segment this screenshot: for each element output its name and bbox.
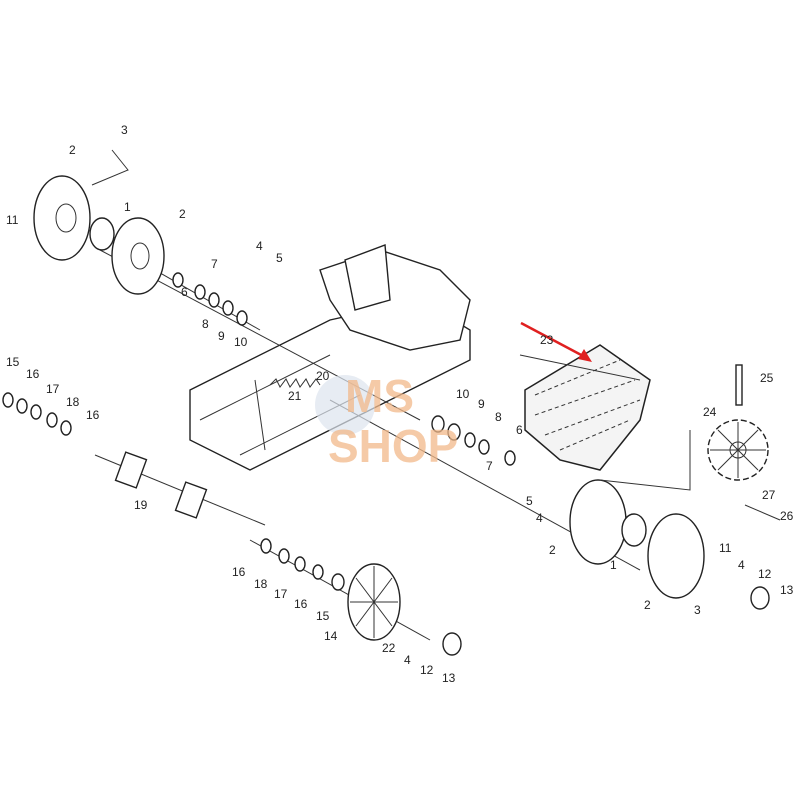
- callout: 19: [134, 498, 148, 512]
- idler-wheel: [33, 175, 91, 261]
- wheel-hub: [89, 217, 115, 251]
- callout: 25: [760, 371, 774, 385]
- callout: 18: [66, 395, 80, 409]
- callout: 9: [478, 397, 485, 411]
- bolt: [735, 364, 743, 406]
- callout: 23: [540, 333, 554, 347]
- callout: 21: [288, 389, 302, 403]
- callout: 13: [780, 583, 794, 597]
- callout: 2: [69, 143, 76, 157]
- watermark-line: SHOP: [328, 420, 458, 472]
- callout: 12: [758, 567, 772, 581]
- callout: 6: [516, 423, 523, 437]
- idler-wheel: [569, 479, 627, 565]
- callout: 16: [294, 597, 308, 611]
- wheel-hub: [621, 513, 647, 547]
- callout: 15: [6, 355, 20, 369]
- callout: 1: [610, 558, 617, 572]
- callout: 16: [232, 565, 246, 579]
- rear-axle: [94, 451, 266, 526]
- callout: 2: [549, 543, 556, 557]
- callout: 12: [420, 663, 434, 677]
- callout: 10: [234, 335, 248, 349]
- washers: [2, 272, 516, 591]
- callout: 18: [254, 577, 268, 591]
- callout: 4: [536, 511, 543, 525]
- callout: 1: [124, 200, 131, 214]
- callout: 3: [121, 123, 128, 137]
- callout: 8: [202, 317, 209, 331]
- cap: [442, 632, 462, 656]
- watermark-line: MS: [345, 370, 414, 422]
- cap: [750, 586, 770, 610]
- callout: 24: [703, 405, 717, 419]
- callout: 5: [526, 494, 533, 508]
- callout: 26: [780, 509, 794, 523]
- spring: [269, 378, 321, 388]
- callout: 4: [256, 239, 263, 253]
- callout: 4: [738, 558, 745, 572]
- callout: 10: [456, 387, 470, 401]
- idler-wheel: [111, 217, 165, 295]
- idler-wheel: [647, 513, 705, 599]
- callout: 2: [179, 207, 186, 221]
- callout: 17: [46, 382, 60, 396]
- callout: 17: [274, 587, 288, 601]
- callout: 22: [382, 641, 396, 655]
- callout: 9: [218, 329, 225, 343]
- callout: 11: [719, 541, 732, 555]
- callout: 20: [316, 369, 330, 383]
- callout: 16: [26, 367, 40, 381]
- drive-sprocket: [707, 364, 769, 481]
- callout-labels: 3 2 11 1 2 4 5 7 6 8 9 10 15 16 17 18 16…: [6, 123, 794, 685]
- callout: 8: [495, 410, 502, 424]
- track: [524, 344, 651, 471]
- callout: 16: [86, 408, 100, 422]
- callout: 5: [276, 251, 283, 265]
- callout: 7: [486, 459, 493, 473]
- watermark-logo: MS SHOP: [315, 370, 458, 472]
- callout: 15: [316, 609, 330, 623]
- callout: 14: [324, 629, 338, 643]
- callout: 6: [181, 285, 188, 299]
- callout: 3: [694, 603, 701, 617]
- callout: 27: [762, 488, 776, 502]
- callout: 11: [6, 213, 19, 227]
- callout: 13: [442, 671, 456, 685]
- callout: 2: [644, 598, 651, 612]
- callout: 7: [211, 257, 218, 271]
- highlight-arrow: [520, 321, 592, 362]
- callout: 4: [404, 653, 411, 667]
